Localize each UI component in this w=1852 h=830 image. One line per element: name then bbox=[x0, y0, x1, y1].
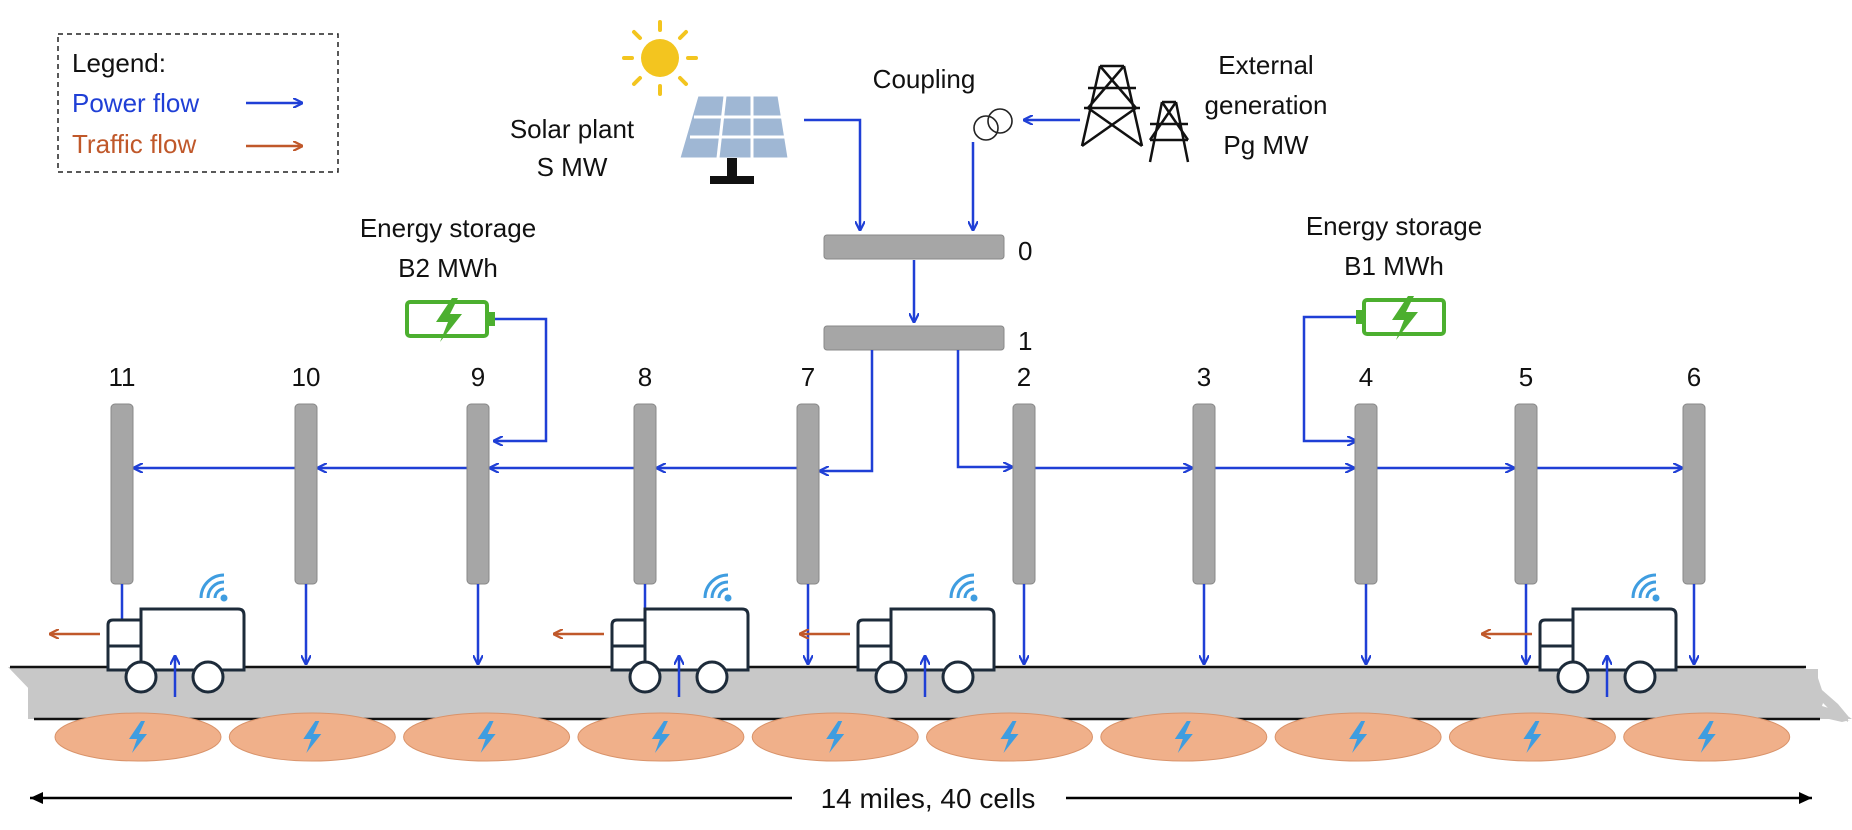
storage-b2-label-line2: B2 MWh bbox=[398, 253, 498, 283]
charging-cells bbox=[54, 712, 1791, 762]
legend: Legend: Power flow Traffic flow bbox=[57, 33, 339, 173]
wheel-icon bbox=[628, 660, 662, 694]
bus-1-label: 1 bbox=[1018, 326, 1032, 356]
storage-b1-label-line1: Energy storage bbox=[1306, 211, 1482, 241]
storage-b2-flow bbox=[494, 317, 548, 441]
storage-b2-label-line1: Energy storage bbox=[360, 213, 536, 243]
lightning-icon bbox=[1523, 721, 1542, 753]
external-label-line2: generation bbox=[1205, 90, 1328, 120]
wheel-icon bbox=[124, 660, 158, 694]
charging-cell bbox=[1100, 712, 1268, 762]
bus-0-label: 0 bbox=[1018, 236, 1032, 266]
coupling-transformer-icon bbox=[973, 108, 1013, 141]
bus-10-label: 10 bbox=[292, 362, 321, 392]
bus-5-bar bbox=[1514, 403, 1538, 585]
charging-cell bbox=[1623, 712, 1791, 762]
charging-cell bbox=[926, 712, 1093, 762]
road-right-edge bbox=[1805, 667, 1852, 719]
wheel-icon bbox=[695, 660, 729, 694]
storage-b1-label-line2: B1 MWh bbox=[1344, 251, 1444, 281]
lightning-icon bbox=[1349, 721, 1368, 753]
distribution-lines bbox=[134, 350, 1682, 471]
vehicle bbox=[1482, 573, 1678, 697]
bus-1-bar bbox=[823, 325, 1005, 351]
road-buses: 11 10 9 8 7 2 3 4 5 6 bbox=[109, 362, 1706, 585]
feeder-to-bus-2 bbox=[956, 350, 1012, 467]
bus-0-bar bbox=[823, 234, 1005, 260]
lightning-icon bbox=[1000, 721, 1019, 753]
coupling-label: Coupling bbox=[873, 64, 976, 94]
bus-9-bar bbox=[466, 403, 490, 585]
bus-2-bar bbox=[1012, 403, 1036, 585]
bus-6-label: 6 bbox=[1687, 362, 1701, 392]
external-label-line3: Pg MW bbox=[1223, 130, 1309, 160]
vehicle bbox=[554, 573, 750, 697]
bus-8-bar bbox=[633, 403, 657, 585]
bus-10-bar bbox=[294, 403, 318, 585]
wheel-icon bbox=[191, 660, 225, 694]
lightning-icon bbox=[651, 721, 670, 753]
wheel-icon bbox=[874, 660, 908, 694]
lightning-icon bbox=[1697, 721, 1716, 753]
wheel-icon bbox=[941, 660, 975, 694]
battery-b1-icon bbox=[1356, 296, 1446, 340]
bus-4-bar bbox=[1354, 403, 1378, 585]
storage-b1-flow bbox=[1302, 315, 1356, 441]
charging-cell bbox=[228, 712, 396, 762]
lightning-icon bbox=[826, 721, 845, 753]
solar-panel-icon bbox=[679, 95, 789, 184]
charging-cell bbox=[1274, 712, 1442, 762]
road-fill bbox=[28, 669, 1818, 719]
supply-flows bbox=[804, 120, 1080, 322]
bus-3-label: 3 bbox=[1197, 362, 1211, 392]
bus-2-label: 2 bbox=[1017, 362, 1031, 392]
bus-8-label: 8 bbox=[638, 362, 652, 392]
lightning-icon bbox=[303, 721, 322, 753]
bus-11-bar bbox=[110, 403, 134, 585]
span-label: 14 miles, 40 cells bbox=[821, 783, 1036, 814]
lightning-icon bbox=[129, 721, 147, 753]
solar-label-line2: S MW bbox=[537, 152, 608, 182]
wifi-icon bbox=[1631, 573, 1660, 602]
charging-cell bbox=[751, 712, 919, 762]
wheel-icon bbox=[1623, 660, 1657, 694]
sun-icon bbox=[622, 20, 698, 96]
charging-cell bbox=[577, 712, 745, 762]
solar-label-line1: Solar plant bbox=[510, 114, 635, 144]
bus-6-bar bbox=[1682, 403, 1706, 585]
vehicle bbox=[800, 573, 996, 697]
battery-b2-icon bbox=[405, 298, 495, 342]
transmission-tower-icon bbox=[1080, 64, 1190, 163]
lightning-icon bbox=[477, 721, 496, 753]
wifi-icon bbox=[703, 573, 732, 602]
bus-5-label: 5 bbox=[1519, 362, 1533, 392]
bus-7-bar bbox=[796, 403, 820, 585]
bus-3-bar bbox=[1192, 403, 1216, 585]
bus-11-label: 11 bbox=[109, 362, 136, 392]
lightning-icon bbox=[1174, 721, 1193, 753]
wifi-icon bbox=[949, 573, 978, 602]
legend-title: Legend: bbox=[72, 48, 166, 78]
legend-traffic-label: Traffic flow bbox=[72, 129, 196, 159]
bus-9-label: 9 bbox=[471, 362, 485, 392]
bus-7-label: 7 bbox=[801, 362, 815, 392]
wifi-icon bbox=[199, 573, 228, 602]
external-label-line1: External bbox=[1218, 50, 1313, 80]
charging-cell bbox=[54, 712, 222, 762]
legend-power-label: Power flow bbox=[72, 88, 199, 118]
bus-4-label: 4 bbox=[1359, 362, 1373, 392]
charging-cell bbox=[403, 712, 571, 762]
feeder-to-bus-7 bbox=[820, 350, 874, 471]
wheel-icon bbox=[1556, 660, 1590, 694]
charging-cell bbox=[1448, 712, 1616, 762]
vehicles bbox=[50, 573, 1678, 697]
vehicle bbox=[50, 573, 246, 697]
